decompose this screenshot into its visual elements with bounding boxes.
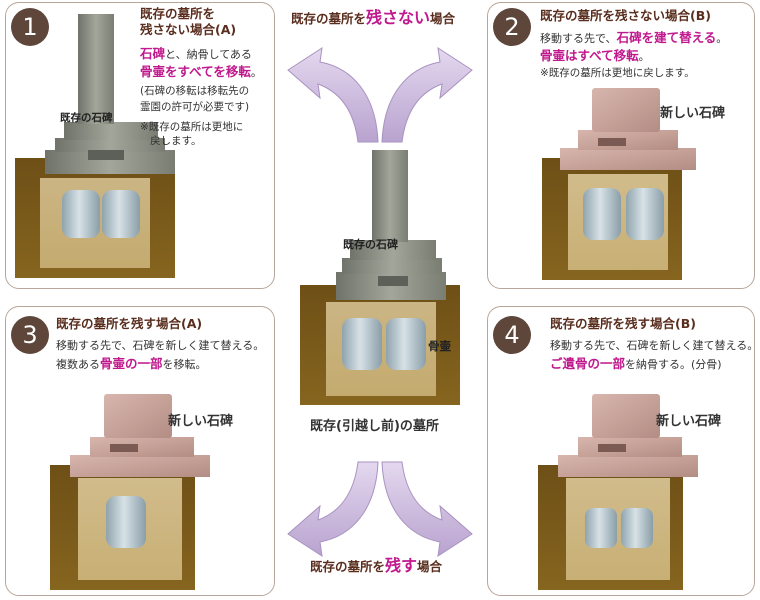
panel-1-body-line-3: (石碑の移転は移転先の [140,85,250,97]
panel-3-stone-label: 新しい石碑 [168,414,234,429]
panel-1-note-line-1: ※既存の墓所は更地に [140,121,244,133]
panel-3-number-badge: 3 [11,316,49,354]
panel-4-body-line-2: ご遺骨の一部を納骨する。(分骨) [550,356,722,372]
panel-4-title: 既存の墓所を残す場合(B) [550,316,696,331]
panel-1-body-line-1: 石碑と、納骨してある [140,46,252,62]
arrow-to-panel-3 [287,461,379,558]
panel-1-graphic [15,14,175,278]
panel-3-body-text-2: を移転。 [162,358,207,371]
panel-2-highlight-rebuild: 石碑を建て替える [616,30,717,45]
center-top-caption-highlight: 残さない [366,8,431,27]
panel-4-graphic [538,394,698,590]
panel-1-stone-label: 既存の石碑 [60,112,113,124]
panel-4-body-line-1: 移動する先で、石碑を新しく建て替える。 [550,339,759,352]
center-top-caption-pre: 既存の墓所を [291,11,367,26]
arrow-to-panel-2 [381,46,473,143]
panel-1-title-line-1: 既存の墓所を [140,6,216,21]
panel-3-title: 既存の墓所を残す場合(A) [56,316,203,331]
arrow-to-panel-1 [287,46,379,143]
panel-3-body-line-2: 複数ある骨壷の一部を移転。 [56,356,207,372]
panel-4-stone-label: 新しい石碑 [656,414,722,429]
center-graphic [300,150,460,405]
panel-2-note: ※既存の墓所は更地に戻します。 [540,67,695,79]
panel-3-body-line-1: 移動する先で、石碑を新しく建て替える。 [56,339,265,352]
panel-2-number-badge: 2 [493,8,531,46]
panel-1-highlight-urns: 骨壷をすべてを移転 [140,64,251,79]
panel-1-highlight-stone: 石碑 [140,46,166,61]
panel-4-body-text-1: を納骨する。(分骨) [625,358,722,371]
arrow-to-panel-4 [381,461,473,558]
center-grave-label: 既存(引越し前)の墓所 [310,419,439,434]
panel-2-body-line-2: 骨壷はすべて移転。 [540,48,650,64]
center-bottom-caption-highlight: 残す [385,556,418,575]
panel-1-body-line-2: 骨壷をすべてを移転。 [140,64,262,80]
panel-1-title-line-2: 残さない場合(A) [140,22,237,37]
center-stone-label: 既存の石碑 [343,238,398,251]
panel-3-highlight-urns: 骨壷の一部 [100,356,163,371]
panel-2-stone-label: 新しい石碑 [660,106,726,121]
panel-2-body-text-1: 移動する先で、 [540,32,617,45]
panel-1-note-line-2: 戻します。 [150,135,202,147]
panel-3-body-text-1: 複数ある [56,358,100,371]
center-urn-label: 骨壷 [428,339,451,353]
panel-1-body-line-4: 霊園の許可が必要です) [140,101,250,113]
panel-2-graphic [542,88,696,280]
panel-2-body-text-2: 。 [716,32,728,45]
center-bottom-caption-pre: 既存の墓所を [310,559,386,574]
panel-4-highlight-remains: ご遺骨の一部 [550,356,626,371]
panel-2-body-line-1: 移動する先で、石碑を建て替える。 [540,30,727,46]
center-top-caption-post: 場合 [430,11,456,26]
panel-4-number-badge: 4 [493,316,531,354]
panel-2-body-text-3: 。 [638,50,650,63]
panel-2-highlight-urns: 骨壷はすべて移転 [540,48,639,63]
panel-1-number-badge: 1 [11,8,49,46]
panel-1-body-text-1: と、納骨してある [165,48,252,61]
panel-3-graphic [50,394,210,590]
panel-1-body-text-2: 。 [250,66,262,79]
center-top-caption: 既存の墓所を残さない場合 [291,10,455,27]
center-bottom-caption: 既存の墓所を残す場合 [310,558,442,575]
center-bottom-caption-post: 場合 [417,559,443,574]
panel-2-title: 既存の墓所を残さない場合(B) [540,8,711,23]
